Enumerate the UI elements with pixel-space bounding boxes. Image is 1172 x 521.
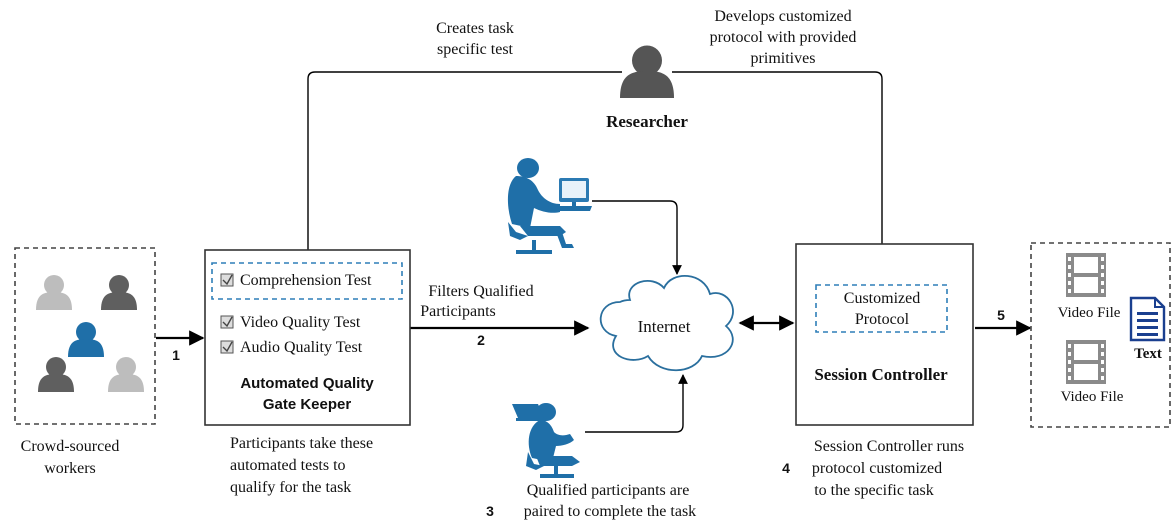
film-strip-icon — [1066, 253, 1106, 297]
gatekeeper-title-line2: Gate Keeper — [263, 396, 352, 413]
gatekeeper-caption-line1: Participants take these — [230, 435, 373, 452]
session-controller-title: Session Controller — [814, 365, 948, 384]
researcher-label: Researcher — [606, 112, 688, 131]
video-file-label-2: Video File — [1061, 389, 1124, 405]
customized-protocol-box — [815, 284, 948, 333]
paired-caption-line2: paired to complete the task — [524, 503, 696, 520]
gatekeeper-title-line1: Automated Quality — [240, 375, 374, 392]
gatekeeper-caption-line2: automated tests to — [230, 457, 346, 474]
paired-caption-line1: Qualified participants are — [527, 482, 690, 499]
researcher-right-note-line3: primitives — [751, 50, 816, 67]
session-caption-line3: to the specific task — [814, 482, 934, 499]
flow-arrows — [156, 315, 1032, 346]
checkbox-icon — [220, 340, 234, 354]
protocol-label-line2: Protocol — [855, 311, 910, 328]
video-file-label-1: Video File — [1058, 305, 1121, 321]
checkbox-icon — [220, 273, 234, 287]
person-icon — [101, 275, 137, 310]
comprehension-test-highlight — [211, 262, 403, 300]
person-icon — [108, 357, 144, 392]
cloud-icon — [599, 274, 734, 372]
audio-quality-test-label: Audio Quality Test — [240, 339, 363, 356]
desktop-user-to-internet-arrow — [592, 200, 682, 275]
session-caption-line2: protocol customized — [812, 460, 942, 477]
researcher-right-note-line1: Develops customized — [714, 8, 851, 25]
researcher-right-note-line2: protocol with provided — [710, 29, 857, 46]
laptop-user-icon — [512, 403, 580, 478]
person-icon — [68, 322, 104, 357]
step-1-label: 1 — [172, 347, 180, 363]
researcher-to-protocol-arrow — [672, 71, 887, 284]
filters-label-line2: Participants — [420, 303, 496, 320]
step-5-label: 5 — [997, 307, 1005, 323]
step-4-label: 4 — [782, 460, 790, 476]
laptop-user-to-internet-arrow — [585, 374, 688, 433]
session-caption-line1: Session Controller runs — [814, 438, 964, 455]
filters-label-line1: Filters Qualified — [428, 283, 533, 300]
crowd-caption-line1: Crowd-sourced — [21, 438, 120, 455]
gatekeeper-box: Comprehension Test Video Quality Test Au… — [204, 249, 411, 496]
researcher-group: Researcher Creates task specific test De… — [436, 8, 856, 131]
crowd-caption-line2: workers — [44, 460, 96, 477]
internet-label: Internet — [638, 317, 691, 336]
text-file-label: Text — [1134, 346, 1162, 362]
step-2-label: 2 — [477, 332, 485, 348]
checkbox-icon — [220, 315, 234, 329]
computer-user-icon — [507, 158, 592, 254]
person-icon — [36, 275, 72, 310]
comprehension-test-label: Comprehension Test — [240, 272, 372, 289]
film-strip-icon — [1066, 340, 1106, 384]
crowd-workers-box: Crowd-sourced workers — [14, 247, 156, 477]
researcher-left-note-line1: Creates task — [436, 20, 514, 37]
connectors — [303, 71, 887, 433]
document-icon — [1129, 296, 1166, 342]
gatekeeper-caption-line3: qualify for the task — [230, 479, 351, 496]
person-icon — [620, 45, 674, 98]
researcher-left-note-line2: specific test — [437, 41, 514, 58]
session-controller-box: Customized Protocol Session Controller S… — [795, 243, 974, 499]
video-quality-test-label: Video Quality Test — [240, 314, 361, 331]
protocol-label-line1: Customized — [844, 290, 920, 307]
researcher-to-gatekeeper-arrow — [303, 71, 622, 263]
person-icon — [38, 357, 74, 392]
step-3-label: 3 — [486, 503, 494, 519]
output-files-box: Video File Video File Text — [1030, 242, 1171, 428]
